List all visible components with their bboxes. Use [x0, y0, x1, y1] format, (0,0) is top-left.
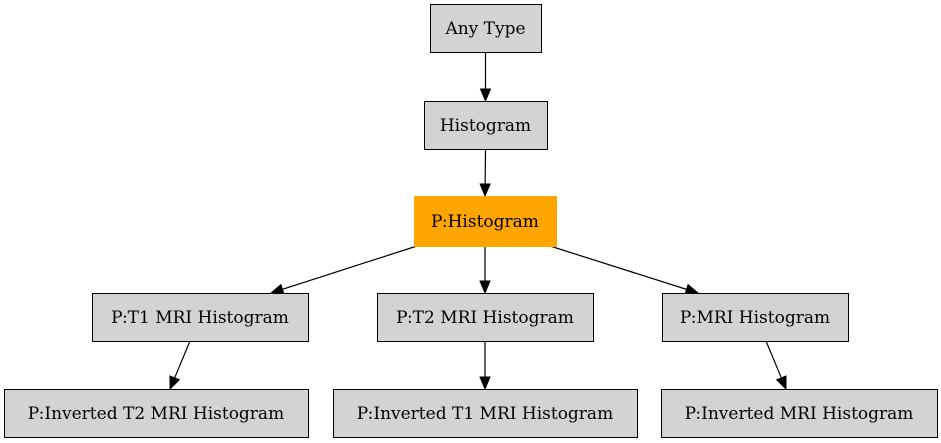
edge-p-histogram-to-p-mri-histogram: [549, 245, 700, 295]
node-label: P:Inverted T1 MRI Histogram: [357, 404, 613, 424]
arrowhead-icon: [169, 375, 181, 391]
node-box: [661, 389, 938, 438]
arrowhead-icon: [775, 375, 787, 391]
edge-p-mri-histogram-to-p-inverted-mri-histogram: [765, 340, 787, 391]
node-histogram[interactable]: Histogram: [424, 101, 548, 150]
node-p-inverted-mri-histogram[interactable]: P:Inverted MRI Histogram: [661, 389, 938, 438]
node-box: [662, 293, 849, 342]
node-label: P:T1 MRI Histogram: [111, 308, 289, 328]
node-p-t2-mri-histogram[interactable]: P:T2 MRI Histogram: [377, 293, 594, 342]
node-box: [424, 101, 548, 150]
node-box: [430, 4, 542, 53]
node-label: P:T2 MRI Histogram: [396, 308, 574, 328]
edge-any-type-to-histogram: [479, 52, 492, 103]
edge-p-histogram-to-p-t1-mri-histogram: [269, 245, 418, 295]
edge-line: [174, 340, 191, 379]
edge-p-t1-mri-histogram-to-p-inverted-t2-mri-histogram: [169, 340, 191, 391]
node-label: P:Inverted MRI Histogram: [685, 404, 914, 424]
node-box: [333, 389, 638, 438]
arrowhead-icon: [479, 280, 491, 295]
arrowhead-icon: [684, 283, 700, 295]
edge-line: [282, 245, 418, 290]
edge-line: [549, 245, 687, 290]
edge-p-histogram-to-p-t2-mri-histogram: [479, 246, 491, 295]
node-box: [4, 389, 309, 438]
arrowhead-icon: [269, 283, 285, 295]
node-label: Histogram: [440, 116, 531, 136]
node-label: P:Histogram: [431, 212, 539, 232]
node-any-type[interactable]: Any Type: [430, 4, 542, 53]
edge-histogram-to-p-histogram: [479, 148, 491, 198]
node-p-histogram[interactable]: P:Histogram: [414, 196, 557, 247]
node-label: P:MRI Histogram: [680, 308, 830, 328]
node-label: Any Type: [444, 19, 525, 39]
node-p-mri-histogram[interactable]: P:MRI Histogram: [662, 293, 849, 342]
node-p-inverted-t1-mri-histogram[interactable]: P:Inverted T1 MRI Histogram: [333, 389, 638, 438]
node-box: [92, 293, 309, 342]
edge-line: [765, 340, 782, 379]
node-box: [414, 196, 557, 247]
node-p-inverted-t2-mri-histogram[interactable]: P:Inverted T2 MRI Histogram: [4, 389, 309, 438]
node-p-t1-mri-histogram[interactable]: P:T1 MRI Histogram: [92, 293, 309, 342]
arrowhead-icon: [479, 376, 491, 391]
node-label: P:Inverted T2 MRI Histogram: [28, 404, 284, 424]
edge-p-t2-mri-histogram-to-p-inverted-t1-mri-histogram: [479, 341, 491, 391]
node-box: [377, 293, 594, 342]
edges-layer: [169, 52, 787, 391]
arrowhead-icon: [479, 88, 492, 103]
arrowhead-icon: [479, 183, 491, 198]
